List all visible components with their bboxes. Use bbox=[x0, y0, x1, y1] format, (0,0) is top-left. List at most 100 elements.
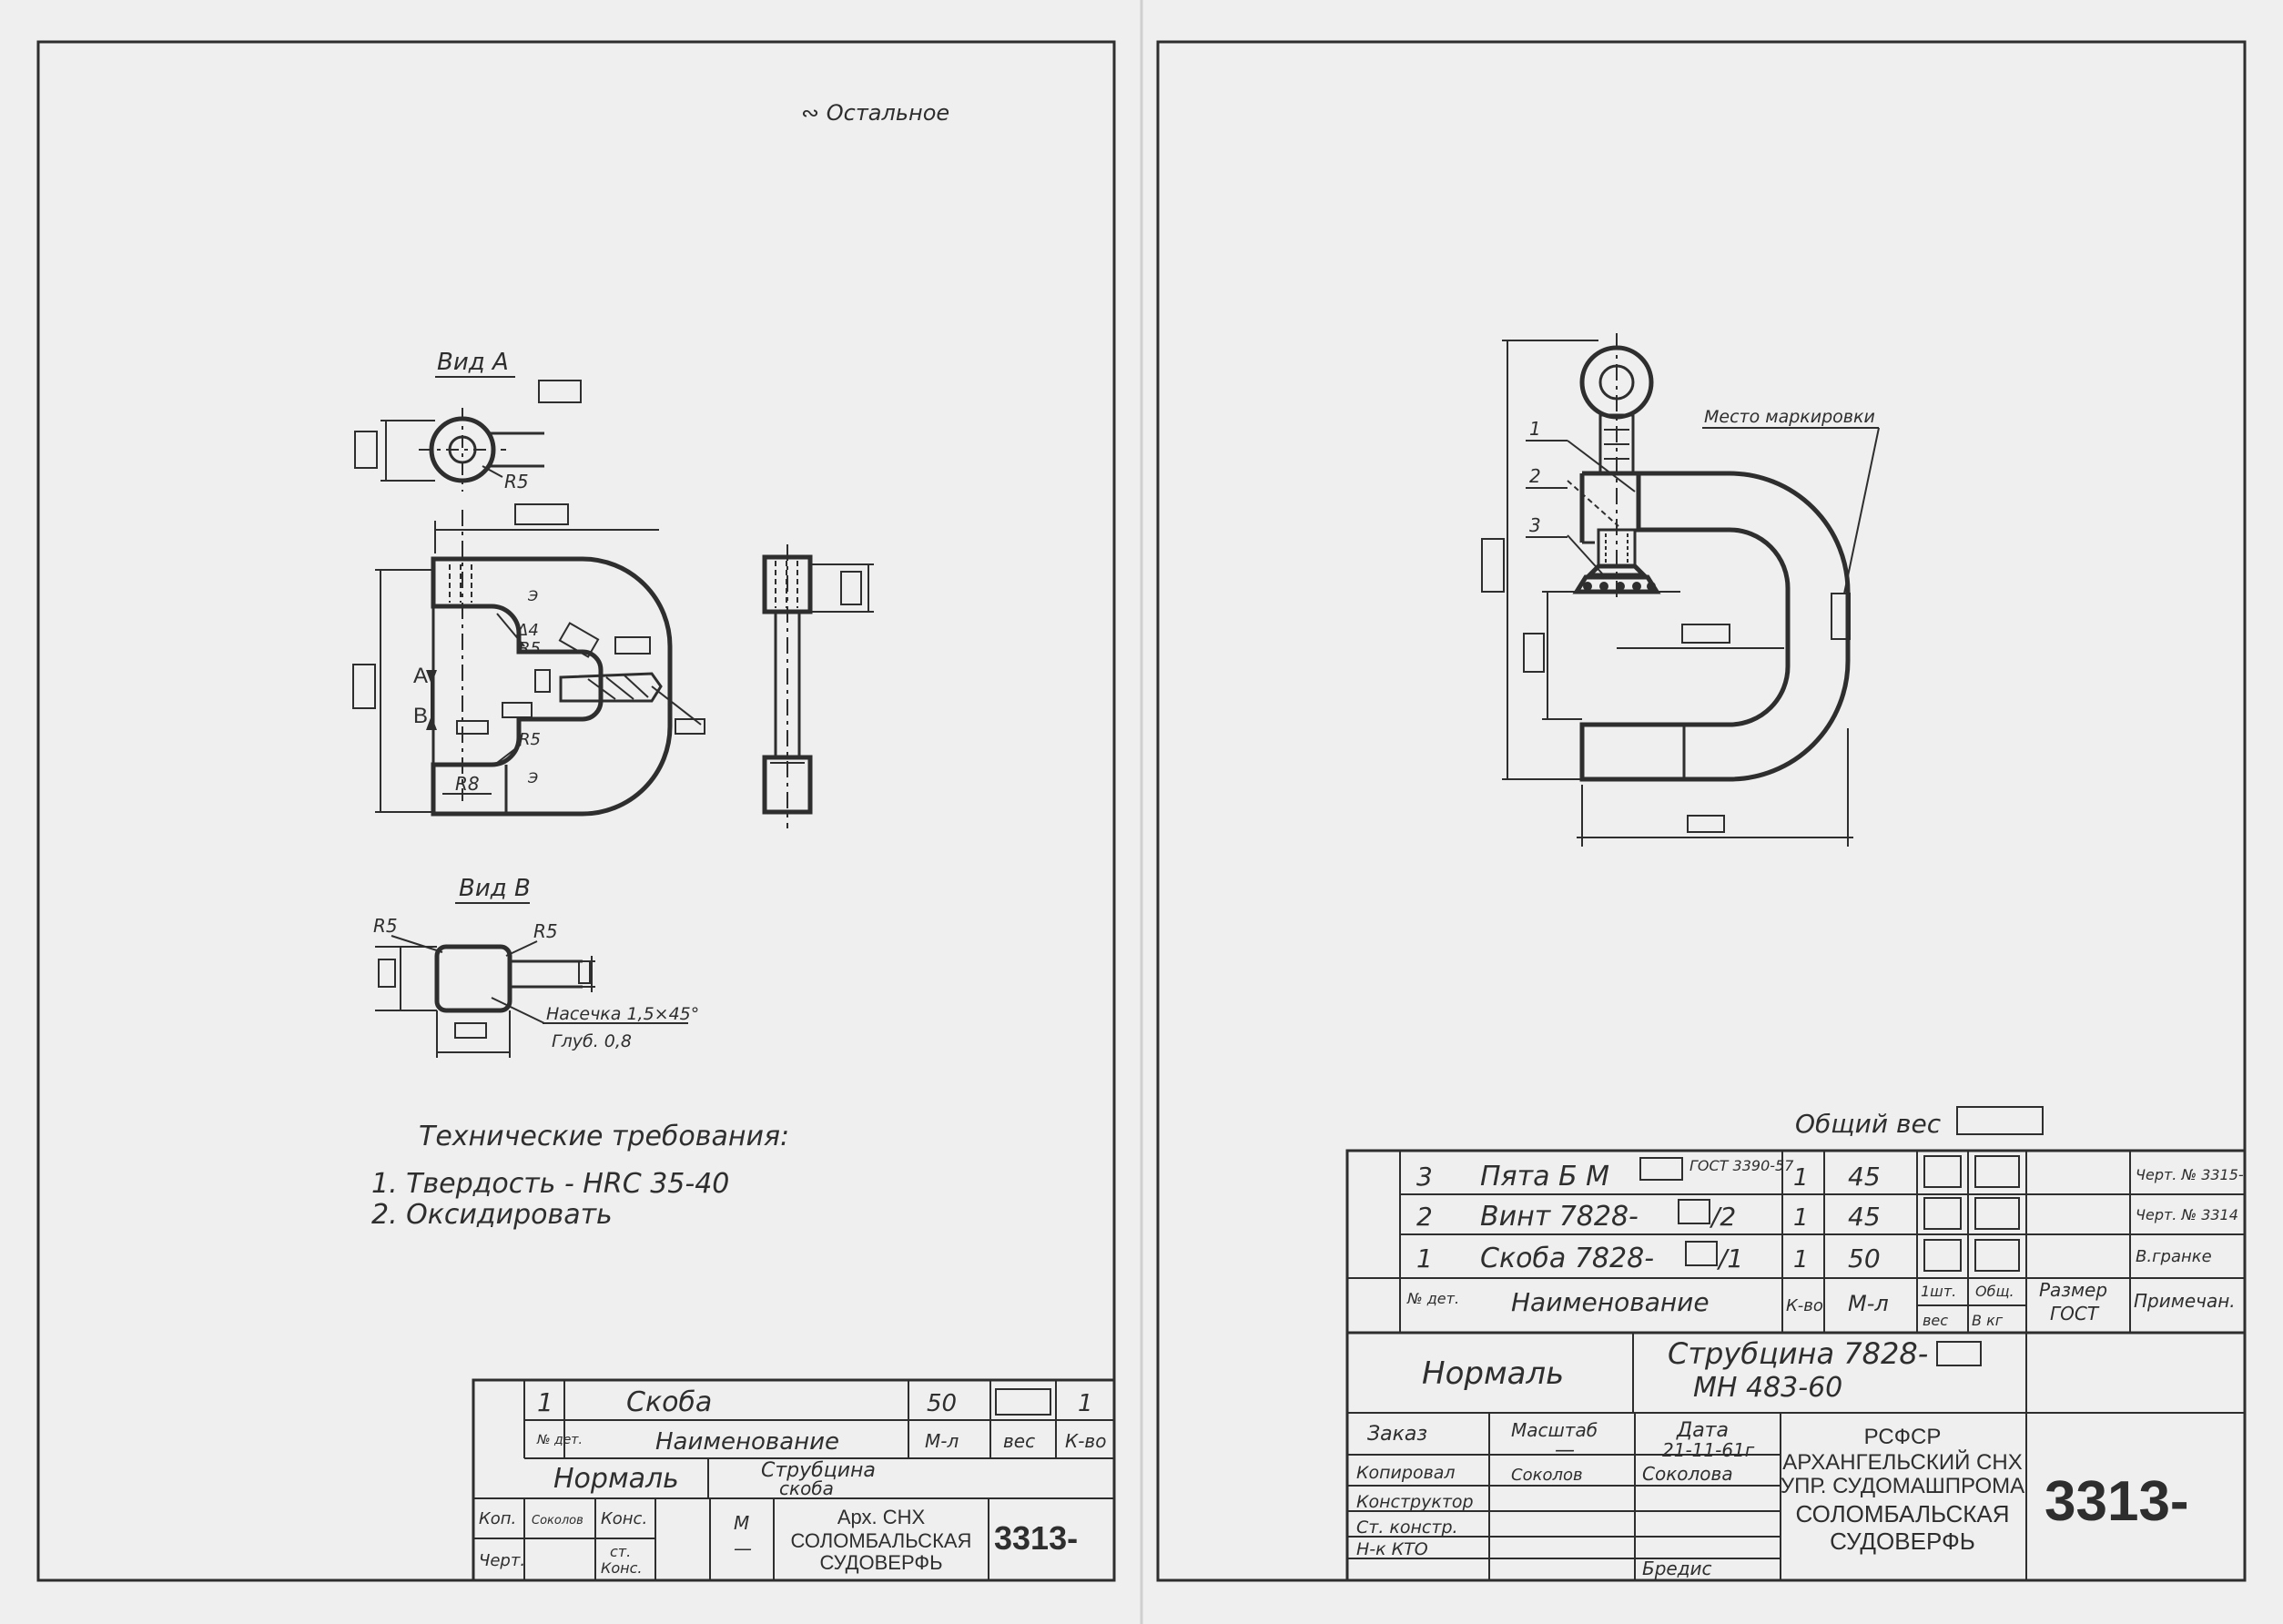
svg-text:Соколов: Соколов bbox=[1511, 1466, 1583, 1485]
svg-text:СУДОВЕРФЬ: СУДОВЕРФЬ bbox=[1830, 1528, 1975, 1555]
svg-text:Скоба: Скоба bbox=[626, 1386, 712, 1418]
svg-text:Нормаль: Нормаль bbox=[1422, 1355, 1564, 1392]
svg-text:—: — bbox=[734, 1538, 752, 1559]
bom-row-2: 2 Винт 7828- /2 1 45 Черт. № 3314 bbox=[1416, 1199, 2238, 1233]
svg-text:Бредис: Бредис bbox=[1642, 1558, 1712, 1579]
bill-of-materials: 3 Пята Б М ГОСТ 3390-57 1 45 Черт. № 331… bbox=[1345, 1149, 2247, 1335]
svg-text:РСФСР: РСФСР bbox=[1864, 1425, 1942, 1449]
svg-text:Размер: Размер bbox=[2039, 1279, 2107, 1301]
svg-text:1: 1 bbox=[1078, 1390, 1093, 1417]
svg-text:Конструктор: Конструктор bbox=[1356, 1492, 1474, 1512]
svg-text:скоба: скоба bbox=[779, 1477, 834, 1499]
svg-text:Соколов: Соколов bbox=[532, 1514, 583, 1528]
svg-text:1: 1 bbox=[1529, 418, 1541, 440]
svg-text:R5: R5 bbox=[504, 471, 529, 492]
svg-text:Глуб. 0,8: Глуб. 0,8 bbox=[552, 1031, 632, 1051]
svg-text:1: 1 bbox=[537, 1387, 553, 1417]
svg-text:Э: Э bbox=[527, 587, 538, 604]
svg-text:Конс.: Конс. bbox=[601, 1509, 647, 1528]
bracket-main-view: Э Э Δ4 R5 R5 R8 А В bbox=[352, 503, 705, 817]
svg-text:ст.: ст. bbox=[610, 1543, 631, 1560]
svg-text:45: 45 bbox=[1848, 1202, 1881, 1232]
svg-text:Насечка 1,5×45°: Насечка 1,5×45° bbox=[546, 1004, 699, 1024]
bom-header: № дет. Наименование К-во М-л 1шт. вес Об… bbox=[1406, 1279, 2236, 1329]
svg-text:Нормаль: Нормаль bbox=[553, 1463, 679, 1495]
material-note: ∾ Остальное bbox=[801, 100, 949, 126]
svg-text:вес: вес bbox=[1003, 1430, 1035, 1452]
svg-text:21-11-61г: 21-11-61г bbox=[1662, 1439, 1755, 1461]
svg-text:2: 2 bbox=[1529, 465, 1541, 487]
svg-text:№ дет.: № дет. bbox=[536, 1433, 583, 1447]
svg-text:СУДОВЕРФЬ: СУДОВЕРФЬ bbox=[819, 1551, 942, 1574]
svg-text:3313-: 3313- bbox=[2045, 1470, 2189, 1533]
svg-text:2: 2 bbox=[1416, 1202, 1433, 1232]
svg-text:Δ4: Δ4 bbox=[515, 621, 539, 640]
svg-text:Наименование: Наименование bbox=[1511, 1287, 1710, 1317]
svg-text:М-л: М-л bbox=[925, 1430, 959, 1452]
svg-text:УПР. СУДОМАШПРОМА: УПР. СУДОМАШПРОМА bbox=[1781, 1474, 2024, 1498]
svg-text:Соколова: Соколова bbox=[1642, 1463, 1733, 1485]
svg-text:Копировал: Копировал bbox=[1356, 1463, 1456, 1483]
svg-text:Скоба 7828-: Скоба 7828- bbox=[1480, 1243, 1654, 1274]
assembly-drawing: 1 2 3 Место маркировки bbox=[1481, 333, 1880, 847]
svg-text:Черт.: Черт. bbox=[479, 1551, 525, 1570]
bom-row-3: 3 Пята Б М ГОСТ 3390-57 1 45 Черт. № 331… bbox=[1416, 1157, 2244, 1193]
svg-text:Общ.: Общ. bbox=[1975, 1283, 2014, 1300]
svg-text:Заказ: Заказ bbox=[1367, 1423, 1427, 1446]
svg-text:Струбцина: Струбцина bbox=[761, 1459, 876, 1482]
svg-text:1: 1 bbox=[1793, 1204, 1809, 1232]
svg-text:45: 45 bbox=[1848, 1162, 1881, 1192]
svg-text:Ст. констр.: Ст. констр. bbox=[1356, 1517, 1458, 1538]
svg-text:1шт.: 1шт. bbox=[1921, 1283, 1956, 1300]
svg-text:R5: R5 bbox=[519, 730, 541, 749]
bom-row-1: 1 Скоба 7828- /1 1 50 В.гранке bbox=[1416, 1241, 2212, 1274]
marking-label: Место маркировки bbox=[1704, 407, 1875, 427]
svg-text:М: М bbox=[734, 1512, 749, 1534]
svg-text:3313-: 3313- bbox=[994, 1519, 1078, 1557]
svg-text:М-л: М-л bbox=[1848, 1291, 1889, 1316]
tech-req-item-1: 1. Твердость - HRC 35-40 bbox=[371, 1168, 729, 1200]
svg-text:СОЛОМБАЛЬСКАЯ: СОЛОМБАЛЬСКАЯ bbox=[1795, 1500, 2009, 1528]
svg-text:Наименование: Наименование bbox=[655, 1428, 839, 1456]
svg-text:R5: R5 bbox=[373, 915, 398, 937]
view-b-label: Вид В bbox=[459, 875, 531, 902]
view-a-drawing: R5 bbox=[354, 408, 544, 492]
svg-text:Винт 7828-: Винт 7828- bbox=[1480, 1201, 1639, 1233]
svg-text:50: 50 bbox=[1848, 1243, 1881, 1274]
svg-text:Дата: Дата bbox=[1676, 1419, 1729, 1442]
svg-text:Э: Э bbox=[527, 769, 538, 787]
svg-text:Конс.: Конс. bbox=[601, 1559, 643, 1577]
svg-text:Пята Б М: Пята Б М bbox=[1480, 1161, 1609, 1193]
svg-text:R8: R8 bbox=[455, 773, 480, 795]
svg-text:Черт. № 3314: Черт. № 3314 bbox=[2136, 1206, 2238, 1223]
svg-text:Н-к КТО: Н-к КТО bbox=[1356, 1539, 1428, 1559]
svg-text:№ дет.: № дет. bbox=[1406, 1290, 1459, 1307]
tech-req-item-2: 2. Оксидировать bbox=[371, 1199, 613, 1231]
total-weight-label: Общий вес bbox=[1795, 1109, 1942, 1139]
svg-text:В.гранке: В.гранке bbox=[2136, 1247, 2212, 1266]
svg-text:/2: /2 bbox=[1709, 1202, 1736, 1232]
tech-req-title: Технические требования: bbox=[419, 1121, 789, 1152]
svg-text:Арх. СНХ: Арх. СНХ bbox=[837, 1506, 926, 1528]
svg-text:50: 50 bbox=[927, 1390, 957, 1417]
svg-text:вес: вес bbox=[1923, 1312, 1948, 1329]
svg-text:В кг: В кг bbox=[1972, 1312, 2004, 1329]
svg-text:3: 3 bbox=[1529, 514, 1541, 536]
svg-text:3: 3 bbox=[1416, 1162, 1433, 1192]
svg-text:1: 1 bbox=[1793, 1246, 1809, 1274]
svg-text:1: 1 bbox=[1416, 1243, 1433, 1274]
right-sheet: 1 2 3 Место маркировки Общий вес bbox=[1156, 40, 2247, 1582]
svg-text:ГОСТ: ГОСТ bbox=[2050, 1303, 2100, 1325]
svg-text:Примечан.: Примечан. bbox=[2134, 1290, 2236, 1312]
svg-text:МН 483-60: МН 483-60 bbox=[1693, 1372, 1842, 1404]
view-a-label: Вид А bbox=[437, 349, 509, 376]
svg-text:—: — bbox=[1555, 1439, 1575, 1462]
svg-text:К-во: К-во bbox=[1065, 1430, 1106, 1452]
svg-text:А: А bbox=[413, 664, 428, 688]
svg-text:К-во: К-во bbox=[1786, 1296, 1823, 1315]
svg-text:R5: R5 bbox=[519, 639, 541, 658]
svg-text:Масштаб: Масштаб bbox=[1511, 1419, 1598, 1441]
svg-text:Коп.: Коп. bbox=[479, 1509, 516, 1528]
bracket-side-view bbox=[762, 544, 874, 828]
